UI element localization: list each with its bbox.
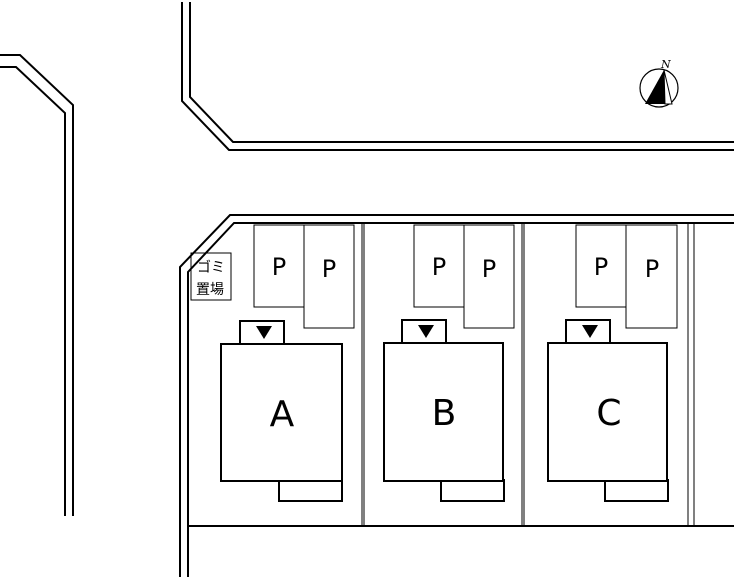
trash-area-label-line1: ゴミ <box>197 259 225 276</box>
site-boundary <box>179 214 734 577</box>
road-boundary-left <box>0 54 74 516</box>
unit-label: A <box>270 394 295 435</box>
unit-b: P P B <box>383 224 515 502</box>
parking-space-label: P <box>482 255 496 283</box>
trash-area-label-line2: 置場 <box>196 282 224 298</box>
parking-space-label: P <box>645 255 659 283</box>
trash-area: ゴミ 置場 <box>190 252 232 301</box>
north-arrow-icon: N <box>639 58 679 108</box>
entrance-arrow-icon <box>582 325 598 338</box>
north-label: N <box>660 58 671 71</box>
parking-space-label: P <box>322 255 336 283</box>
entrance-arrow-icon <box>418 325 434 338</box>
unit-label: B <box>432 393 457 434</box>
road-boundary-top <box>181 2 734 151</box>
unit-a: P P A <box>220 224 355 502</box>
entrance-arrow-icon <box>256 326 272 339</box>
unit-dividers <box>361 223 695 526</box>
parking-space-label: P <box>432 253 446 281</box>
unit-c: P P C <box>547 224 678 502</box>
parking-space-label: P <box>272 253 286 281</box>
unit-label: C <box>596 393 621 434</box>
parking-space-label: P <box>594 253 608 281</box>
